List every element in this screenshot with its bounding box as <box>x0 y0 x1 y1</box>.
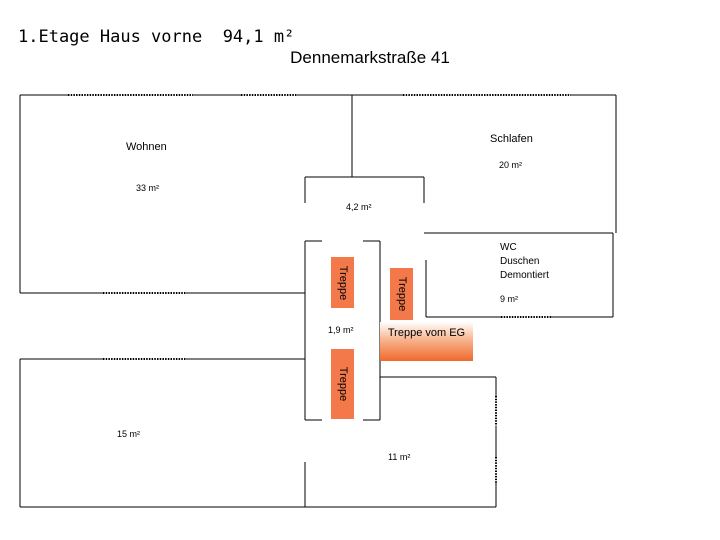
room-name-demontiert: Demontiert <box>500 270 549 281</box>
room-area-wc: 9 m² <box>500 294 518 304</box>
room-name-wohnen: Wohnen <box>126 141 167 153</box>
stair-from-ground-floor: Treppe vom EG <box>380 322 473 361</box>
room-area-schlafen: 20 m² <box>499 160 523 170</box>
stair-right-upper: Treppe <box>390 268 413 320</box>
room-name-duschen: Duschen <box>500 256 540 267</box>
address-heading: Dennemarkstraße 41 <box>290 48 450 67</box>
room-area-flur-oben: 4,2 m² <box>346 202 372 212</box>
walls <box>19 94 617 508</box>
stair-left-lower-label: Treppe <box>336 366 349 402</box>
stair-left-upper-label: Treppe <box>336 265 349 300</box>
room-area-unten-rechts: 11 m² <box>388 452 411 462</box>
room-name-wc: WC <box>500 242 517 253</box>
room-area-unten-links: 15 m² <box>117 429 141 439</box>
room-area-wohnen: 33 m² <box>136 183 160 193</box>
plan-title: 1.Etage Haus vorne 94,1 m² <box>18 27 295 47</box>
stair-left-lower: Treppe <box>331 349 354 419</box>
stair-right-upper-label: Treppe <box>395 276 408 312</box>
room-area-flur-mitte: 1,9 m² <box>328 325 354 335</box>
room-name-schlafen: Schlafen <box>490 133 533 145</box>
stair-left-upper: Treppe <box>331 257 354 308</box>
